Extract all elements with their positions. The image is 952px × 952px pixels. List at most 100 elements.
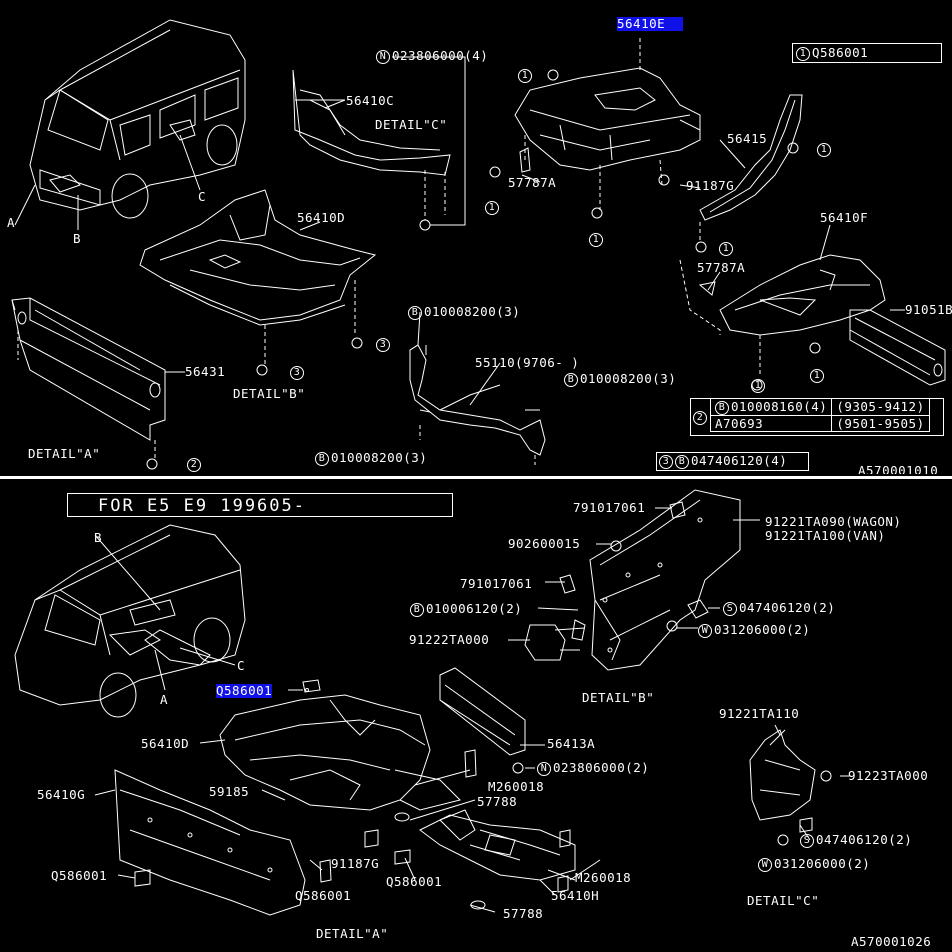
detail-c-upper: DETAIL"C" <box>375 117 448 132</box>
view-a-lower: A <box>160 692 169 707</box>
tow-hook-55110-upper <box>409 344 546 465</box>
figure-code-lower: A570001026 <box>851 934 932 949</box>
label-791017061-b: 791017061 <box>460 576 533 591</box>
detail-c-lower: DETAIL"C" <box>747 893 820 908</box>
ref-mark-3-b: 3 <box>290 365 306 380</box>
ref-mark-1-c: 1 <box>485 200 501 215</box>
label-902600015: 902600015 <box>508 536 581 551</box>
label-56410d-upper: 56410D <box>297 210 346 225</box>
label-m260018-b: M260018 <box>575 870 632 885</box>
fasteners-lower <box>134 679 571 910</box>
floor-pan-56410d-upper <box>139 189 377 365</box>
header-ref-part: Q586001 <box>812 45 869 60</box>
ref-mark-1-f: 1 <box>810 368 826 383</box>
mudflap-91221ta110-lower <box>749 724 832 846</box>
bar-56413a-lower <box>439 667 526 756</box>
table-ref-circle: 2 <box>693 410 709 425</box>
label-91221ta110: 91221TA110 <box>719 706 800 721</box>
label-56413a: 56413A <box>547 736 596 751</box>
detail-b-upper: DETAIL"B" <box>233 386 306 401</box>
bracket-56415-upper <box>699 94 803 240</box>
detail-a-lower: DETAIL"A" <box>316 926 389 941</box>
view-b-lower: B <box>94 530 103 545</box>
label-57788-a: 57788 <box>477 794 518 809</box>
model-banner: FOR E5 E9 199605- <box>67 493 453 517</box>
label-m260018-a: M260018 <box>488 779 545 794</box>
label-791017061-a: 791017061 <box>573 500 646 515</box>
label-91221ta090: 91221TA090(WAGON) <box>765 514 902 529</box>
shield-56410e-upper <box>514 35 701 210</box>
label-56410e-upper: 56410E <box>617 17 683 31</box>
ref-circle-1: 1 <box>796 46 810 61</box>
table-row: A70693 (9501-9505) <box>709 414 930 432</box>
label-56410g: 56410G <box>37 787 86 802</box>
label-56431-upper: 56431 <box>185 364 226 379</box>
label-55110-upper: 55110(9706- ) <box>475 355 580 370</box>
label-59185: 59185 <box>209 784 250 799</box>
label-57787a-upper-2: 57787A <box>697 260 746 275</box>
figure-code-upper: A570001010 <box>858 464 939 474</box>
ref-mark-1-g: 1 <box>751 378 767 393</box>
label-56410c-upper: 56410C <box>346 93 395 108</box>
ref-mark-1-b: 1 <box>817 142 833 157</box>
bar-91051b-upper <box>849 309 946 386</box>
bar-56431-upper <box>11 297 166 470</box>
leaders-lower <box>94 507 850 913</box>
view-b-upper: B <box>73 231 82 246</box>
label-91222ta000: 91222TA000 <box>409 632 490 647</box>
ref-mark-3-a: 3 <box>376 337 392 352</box>
van-illustration-lower <box>14 524 246 718</box>
leaders-upper <box>165 99 905 406</box>
label-56410f-upper: 56410F <box>820 210 869 225</box>
label-56410d-lower: 56410D <box>141 736 190 751</box>
bracket-56410c-upper <box>292 56 466 231</box>
ref-mark-1-a: 1 <box>518 68 534 83</box>
detail-b-lower: DETAIL"B" <box>582 690 655 705</box>
label-91223ta000: 91223TA000 <box>848 768 929 783</box>
label-57787a-upper-1: 57787A <box>508 175 557 190</box>
ref-mark-1-e: 1 <box>719 241 735 256</box>
label-91187g-upper: 91187G <box>686 178 735 193</box>
panel-separator <box>0 476 952 479</box>
view-c-upper: C <box>198 189 207 204</box>
label-56410h: 56410H <box>551 888 600 903</box>
label-56415: 56415 <box>727 131 768 146</box>
label-q586001-b: Q586001 <box>386 874 443 889</box>
label-57788-b: 57788 <box>503 906 544 921</box>
mudflap-91221-lower <box>524 489 741 671</box>
shield-56410d-lower <box>219 694 461 811</box>
shield-56410f-upper <box>679 254 886 375</box>
label-q586001-highlight: Q586001 <box>216 683 273 698</box>
label-91187g-lower: 91187G <box>331 856 380 871</box>
ref-mark-1-d: 1 <box>589 232 605 247</box>
table-cell-range: (9305-9412) <box>831 398 930 416</box>
shield-56410h-lower <box>419 809 576 881</box>
detail-a-upper: DETAIL"A" <box>28 446 101 461</box>
view-a-upper: A <box>7 215 16 230</box>
label-91221ta100: 91221TA100(VAN) <box>765 528 886 543</box>
label-91051b-upper: 91051B <box>905 302 952 317</box>
van-illustration-upper <box>14 19 246 230</box>
shield-56410g-lower <box>114 769 306 916</box>
view-c-lower: C <box>237 658 246 673</box>
label-q586001-a: Q586001 <box>51 868 108 883</box>
table-cell-part: A70693 <box>709 414 833 432</box>
table-cell-range: (9501-9505) <box>831 414 930 432</box>
